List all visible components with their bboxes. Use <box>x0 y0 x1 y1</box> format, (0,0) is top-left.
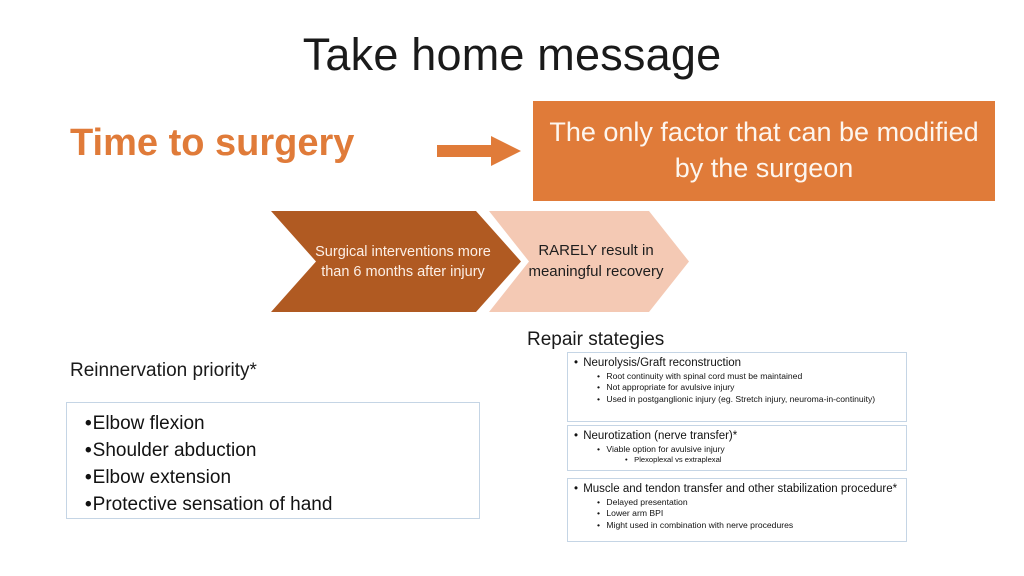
right-arrow-icon <box>437 136 521 166</box>
strategy-sub-item: • Used in postganglionic injury (eg. Str… <box>597 393 876 404</box>
process-step-1: Surgical interventions more than 6 month… <box>271 211 521 312</box>
list-item: •Protective sensation of hand <box>85 492 469 519</box>
strategy-sub-item: • Delayed presentation <box>597 496 688 507</box>
orange-banner: The only factor that can be modified by … <box>533 101 995 201</box>
strategy-sub-label: Root continuity with spinal cord must be… <box>606 370 803 381</box>
strategy-sub-item: • Viable option for avulsive injury <box>597 443 725 454</box>
strategy-title: • Neurotization (nerve transfer)* <box>574 430 738 442</box>
orange-banner-text: The only factor that can be modified by … <box>549 117 979 183</box>
reinnervation-priority-heading: Reinnervation priority* <box>70 360 257 381</box>
strategy-sub3-label: Plexoplexal vs extraplexal <box>634 455 722 465</box>
list-item: •Elbow extension <box>85 465 469 492</box>
strategy-sub-label: Not appropriate for avulsive injury <box>606 382 735 393</box>
list-item-label: Shoulder abduction <box>92 439 257 461</box>
headline-time-to-surgery: Time to surgery <box>70 122 355 164</box>
repair-strategies-heading: Repair stategies <box>527 329 665 350</box>
process-step-2-label: RARELY result in meaningful recovery <box>528 241 664 280</box>
process-step-1-label: Surgical interventions more than 6 month… <box>315 243 491 280</box>
strategy-sub-item: • Might used in combination with nerve p… <box>597 519 794 530</box>
strategy-sub3-item: • Plexoplexal vs extraplexal <box>625 455 722 465</box>
strategy-sub-item: • Not appropriate for avulsive injury <box>597 382 735 393</box>
strategy-sub-label: Delayed presentation <box>606 496 688 507</box>
bullet-glyph: • <box>85 466 92 488</box>
strategy-sub-label: Lower arm BPI <box>606 508 664 519</box>
bullet-glyph: • <box>85 439 92 461</box>
page-title: Take home message <box>302 29 722 80</box>
bullet-glyph: • <box>85 493 92 515</box>
strategy-sub-label: Used in postganglionic injury (eg. Stret… <box>606 393 876 404</box>
strategy-title-label: Neurolysis/Graft reconstruction <box>583 357 742 369</box>
strategy-sub-item: • Lower arm BPI <box>597 508 664 519</box>
strategy-title-label: Muscle and tendon transfer and other sta… <box>583 483 898 495</box>
strategy-title: • Neurolysis/Graft reconstruction <box>574 357 742 369</box>
strategy-sub-label: Might used in combination with nerve pro… <box>606 519 794 530</box>
strategy-title: • Muscle and tendon transfer and other s… <box>574 483 898 495</box>
list-item-label: Protective sensation of hand <box>92 493 333 515</box>
list-item-label: Elbow flexion <box>92 413 205 434</box>
repair-strategy-box-3: • Muscle and tendon transfer and other s… <box>567 478 907 542</box>
repair-strategy-box-1: • Neurolysis/Graft reconstruction • Root… <box>567 352 907 422</box>
strategy-title-label: Neurotization (nerve transfer)* <box>583 430 738 442</box>
list-item: •Elbow flexion <box>85 411 469 438</box>
strategy-sub-item: • Root continuity with spinal cord must … <box>597 370 803 381</box>
repair-strategy-box-2: • Neurotization (nerve transfer)* • Viab… <box>567 425 907 471</box>
list-item: •Shoulder abduction <box>85 438 469 465</box>
bullet-glyph: • <box>85 413 92 434</box>
list-item-label: Elbow extension <box>92 466 232 488</box>
strategy-sub-label: Viable option for avulsive injury <box>606 443 725 454</box>
reinnervation-priority-box: •Elbow flexion •Shoulder abduction •Elbo… <box>66 402 480 519</box>
reinnervation-priority-list: •Elbow flexion •Shoulder abduction •Elbo… <box>85 411 469 519</box>
